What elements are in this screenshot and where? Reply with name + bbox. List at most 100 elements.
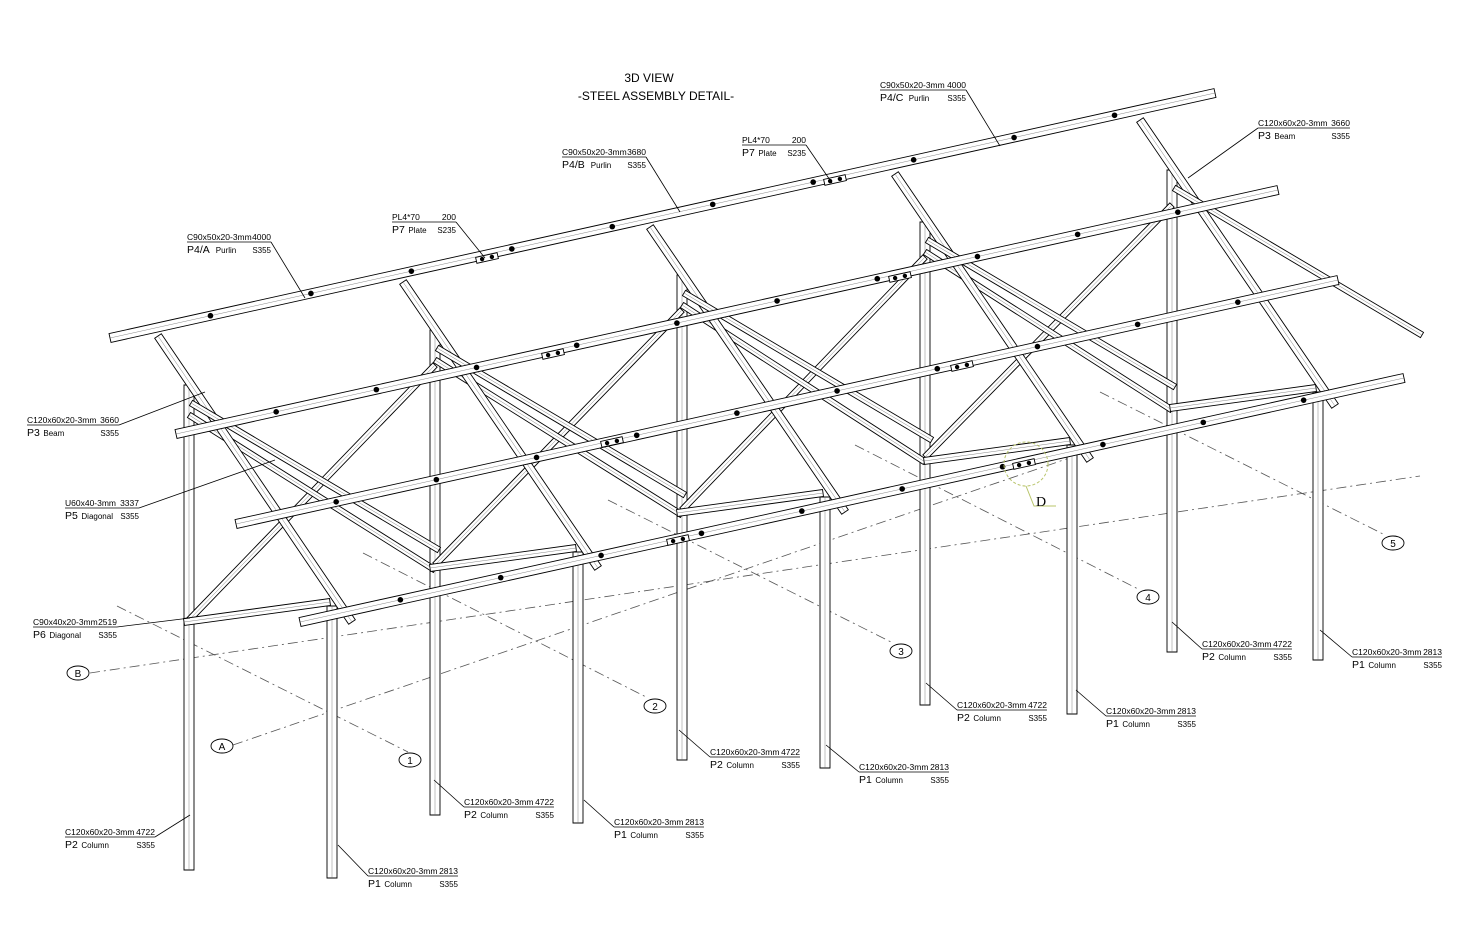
p7-plate-5-bolt-a	[604, 440, 610, 446]
purlin-bolt-4-5	[799, 508, 805, 514]
grid-line-b	[89, 475, 1421, 674]
grid-bubble-4	[1136, 589, 1160, 605]
callout-grade-17: S355	[1177, 720, 1196, 729]
purlin-bolt-4-4	[698, 530, 705, 537]
p7-plate-4	[888, 271, 912, 283]
p7-plate-6-bolt-b	[964, 362, 970, 368]
p7-plate-7-bolt-b	[680, 536, 686, 542]
grid-label-4: 4	[1145, 593, 1151, 604]
callout-mark-11: P1	[368, 878, 381, 890]
callout-type-15: Column	[875, 776, 903, 785]
p7-plate-3-bolt-b	[555, 350, 561, 356]
p6-diagonal-3	[676, 489, 824, 517]
p5-diagonal-1	[188, 399, 442, 554]
p5-diagonal-4	[924, 236, 1178, 391]
callout-grade-14: S355	[781, 761, 800, 770]
p6-diagonal-3-centerline	[676, 492, 824, 514]
callout-type-4: Plate	[758, 149, 777, 158]
callout-leader-1	[270, 241, 306, 299]
callout-type-13: Column	[630, 831, 658, 840]
purlin-bolt-3-9	[1134, 321, 1141, 328]
callout-grade-15: S355	[930, 776, 949, 785]
purlin-bolt-1-1	[207, 312, 214, 319]
grid-bubble-b	[66, 665, 90, 681]
callout-grade-16: S355	[1028, 714, 1047, 723]
purlin-bolt-1-6	[709, 201, 716, 208]
grid-label-a: A	[219, 742, 226, 753]
callout-mark-15: P1	[859, 774, 872, 786]
callout-grade-10: S355	[136, 841, 155, 850]
drawing-subtitle: -STEEL ASSEMBLY DETAIL-	[578, 89, 734, 103]
grid-bubble-5	[1381, 535, 1405, 551]
callout-length-13: 2813	[685, 817, 704, 827]
callout-section-19: C120x60x20-3mm	[1352, 647, 1421, 657]
grid-bubbles	[66, 535, 1405, 768]
p4-purlin-4	[298, 373, 1406, 627]
callout-mark-7: P3	[27, 427, 40, 439]
callout-type-9: Diagonal	[49, 631, 81, 640]
callout-grade-2: S235	[437, 226, 456, 235]
callout-mark-4: P7	[742, 147, 755, 159]
grid-bubble-a	[210, 738, 234, 754]
callout-grade-13: S355	[685, 831, 704, 840]
callout-mark-19: P1	[1352, 659, 1365, 671]
p4-purlin-1	[108, 88, 1217, 343]
callout-section-10: C120x60x20-3mm	[65, 827, 134, 837]
steel-structure	[108, 88, 1425, 879]
callout-length-9: 2519	[98, 617, 117, 627]
callout-type-7: Beam	[43, 429, 64, 438]
grid-lines	[89, 391, 1421, 753]
purlin-bolt-4-1	[397, 597, 404, 603]
p2-column-2	[429, 329, 441, 816]
drawing-title: 3D VIEW	[624, 71, 674, 85]
callout-type-14: Column	[726, 761, 754, 770]
purlin-bolt-4-3	[598, 552, 604, 559]
purlin-bolt-2-9	[1074, 231, 1081, 238]
callout-grade-4: S235	[787, 149, 806, 158]
callout-type-16: Column	[973, 714, 1001, 723]
p3-beam-4-centerline	[894, 173, 1091, 461]
callout-leader-18	[1171, 621, 1203, 650]
callout-type-2: Plate	[408, 226, 427, 235]
p5-diagonal-1-centerline	[190, 402, 440, 551]
callout-leader-10	[154, 814, 191, 838]
callout-leader-14	[678, 729, 711, 758]
callout-leader-12	[433, 779, 465, 808]
p5-diagonal-2-centerline	[436, 347, 686, 496]
p7-plate-8-bolt-a	[1016, 462, 1022, 468]
callout-length-10: 4722	[136, 827, 155, 837]
callout-section-4: PL4*70	[742, 135, 770, 145]
callout-leader-11	[337, 844, 369, 877]
callout-leader-15	[825, 744, 860, 773]
callout-leader-13	[583, 799, 615, 828]
callout-section-1: C90x50x20-3mm	[187, 232, 252, 242]
callout-section-2: PL4*70	[392, 212, 420, 222]
p6-diagonal-4	[923, 437, 1071, 465]
p6-diagonal-4-centerline	[923, 440, 1071, 462]
callout-grade-5: S355	[947, 94, 966, 103]
p4-purlin-2-centerline	[175, 189, 1279, 435]
callout-length-17: 2813	[1177, 706, 1196, 716]
grid-bubble-2	[643, 698, 667, 714]
grid-bubble-labels: B A 1 2 3 4 5	[75, 539, 1397, 767]
p7-plate-4-bolt-a	[892, 275, 898, 281]
callout-type-8: Diagonal	[81, 512, 113, 521]
callout-length-8: 3337	[120, 498, 139, 508]
callout-grade-1: S355	[252, 246, 271, 255]
p6-diagonal-1-centerline	[183, 601, 331, 623]
p4-purlin-4-centerline	[299, 377, 1405, 623]
p7-plate-1-bolt-b	[489, 254, 495, 260]
detail-marker: D	[1003, 441, 1056, 510]
callout-length-14: 4722	[781, 747, 800, 757]
callout-length-18: 4722	[1273, 639, 1292, 649]
p5-diagonal-2	[434, 344, 688, 499]
